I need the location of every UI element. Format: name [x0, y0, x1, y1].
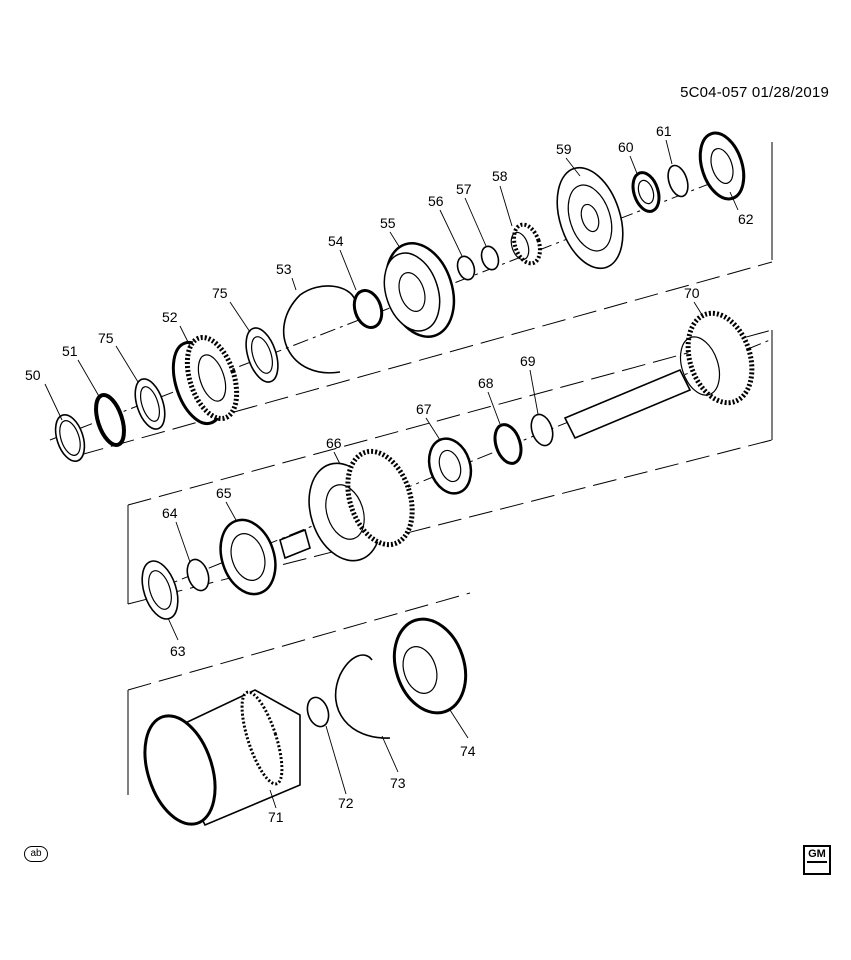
callout-51: 51 — [62, 343, 78, 359]
part-52-gear — [171, 334, 240, 426]
callout-60: 60 — [618, 139, 634, 155]
part-65-carrier — [219, 518, 311, 596]
part-73-snap-ring — [334, 654, 391, 739]
part-63-plate — [141, 560, 179, 620]
part-67-hub — [427, 437, 473, 495]
part-75-thrust-washer-a — [134, 378, 166, 430]
part-71-drum-cylinder — [143, 689, 301, 827]
callout-63: 63 — [170, 643, 186, 659]
ab-badge: ab — [24, 846, 48, 862]
part-72-washer — [306, 696, 330, 728]
part-66-clutch-housing — [308, 448, 415, 562]
doc-reference: 5C04-057 01/28/2019 — [680, 84, 829, 101]
callout-53: 53 — [276, 261, 292, 277]
part-54-ring — [352, 288, 384, 330]
part-59-drum — [556, 166, 624, 270]
panel-frame-bottom — [127, 592, 471, 795]
callout-69: 69 — [520, 353, 536, 369]
part-55-gear-carrier — [383, 242, 456, 338]
gm-logo-text: GM — [807, 848, 827, 863]
part-68-bearing — [493, 423, 523, 465]
callout-71: 71 — [268, 809, 284, 825]
part-57-washer — [480, 245, 500, 271]
part-58-sun-gear — [510, 222, 542, 266]
callout-54: 54 — [328, 233, 344, 249]
callout-75-a: 75 — [98, 330, 114, 346]
part-53-snap-ring — [282, 285, 356, 374]
part-70-shaft — [563, 310, 755, 440]
callout-72: 72 — [338, 795, 354, 811]
part-62-hub — [698, 131, 746, 201]
leader-lines — [44, 139, 739, 809]
part-61-washer — [667, 164, 689, 198]
callout-50: 50 — [25, 367, 41, 383]
callout-68: 68 — [478, 375, 494, 391]
callout-59: 59 — [556, 141, 572, 157]
gm-logo: GM — [803, 845, 831, 875]
part-51-snap-ring — [94, 392, 126, 448]
panel-frame-top — [79, 142, 773, 456]
callout-62: 62 — [738, 211, 754, 227]
callout-75-b: 75 — [212, 285, 228, 301]
callout-56: 56 — [428, 193, 444, 209]
part-74-piston — [392, 617, 468, 715]
callout-67: 67 — [416, 401, 432, 417]
callout-58: 58 — [492, 168, 508, 184]
callout-64: 64 — [162, 505, 178, 521]
callout-61: 61 — [656, 123, 672, 139]
callout-55: 55 — [380, 215, 396, 231]
callout-73: 73 — [390, 775, 406, 791]
part-50-plate — [54, 414, 86, 462]
callout-65: 65 — [216, 485, 232, 501]
part-64-washer — [186, 558, 210, 592]
callout-66: 66 — [326, 435, 342, 451]
callout-74: 74 — [460, 743, 476, 759]
part-75-thrust-washer-b — [245, 327, 279, 383]
part-60-bearing — [631, 171, 661, 213]
part-69-washer — [530, 413, 554, 447]
callout-57: 57 — [456, 181, 472, 197]
callout-labels: 50 51 75 52 75 53 54 55 56 57 58 59 60 6… — [25, 123, 754, 825]
callout-70: 70 — [684, 285, 700, 301]
top-axis-line — [49, 169, 746, 441]
callout-52: 52 — [162, 309, 178, 325]
part-56-washer — [456, 255, 476, 281]
